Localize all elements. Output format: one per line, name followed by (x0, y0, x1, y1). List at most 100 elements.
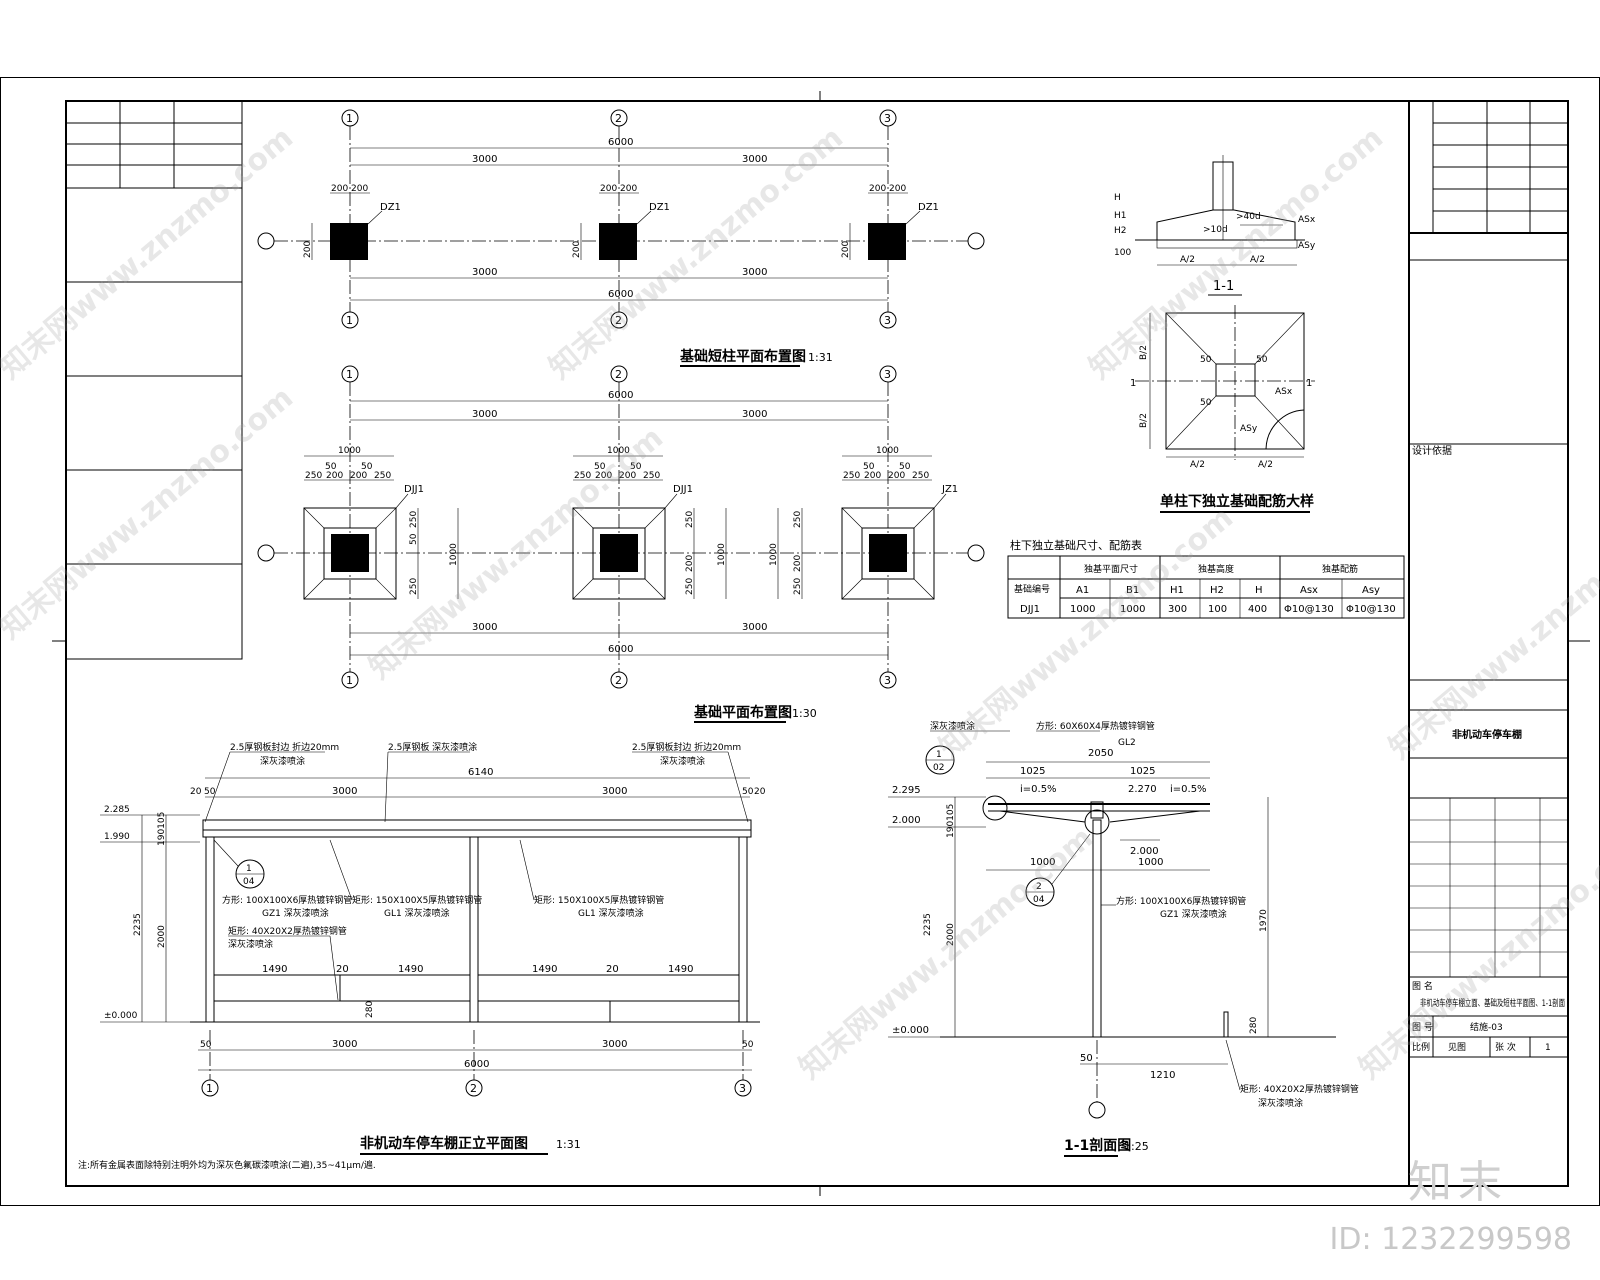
table-header: H (1255, 585, 1263, 596)
dim-text: 2235 (133, 913, 143, 936)
detail-label: >40d (1236, 212, 1261, 222)
dim-text: 250 (685, 511, 695, 528)
dim-text: 200 (600, 184, 617, 194)
dim-text: 200 (303, 241, 313, 258)
section-1-1: 深灰漆喷涂 方形: 60X60X4厚热镀锌钢管 GL2 1 02 2050 10… (888, 720, 1359, 1157)
axis-label: 3 (884, 674, 891, 687)
level-text: 1.990 (104, 832, 130, 842)
ref-text: 1 (936, 750, 942, 760)
column-tag: DZ1 (918, 202, 939, 213)
detail-label: ASx (1298, 215, 1316, 225)
dim-text: 200 (326, 471, 343, 481)
elevation-scale: 1:31 (556, 1138, 581, 1151)
table-cell: DJJ1 (1020, 604, 1040, 615)
dim-text: 250 (912, 471, 929, 481)
detail-label: 50 (1256, 355, 1268, 365)
level-text: 2.270 (1128, 784, 1157, 795)
sheet-label: 张 次 (1495, 1041, 1516, 1053)
dim-text: 200 (864, 471, 881, 481)
watermark-logo: 知末 (1408, 1157, 1508, 1208)
level-text: 2.285 (104, 805, 130, 815)
dim-text: 50 (409, 533, 419, 545)
scale-value: 见图 (1448, 1042, 1466, 1053)
dim-text: 1000 (717, 543, 727, 566)
watermark-text: 知末网www.znzmo.com (543, 120, 850, 386)
dim-text: 3000 (332, 1039, 357, 1050)
dim-text: 1490 (262, 964, 287, 975)
scale-label: 比例 (1412, 1041, 1430, 1053)
footing-djj1 (303, 507, 397, 600)
dim-text: 200 (595, 471, 612, 481)
short-column-plan-scale: 1:31 (808, 351, 833, 364)
dim-text: 3000 (472, 267, 497, 278)
section-column (1092, 819, 1102, 1038)
watermark-text: 知末网www.znzmo.com (0, 380, 300, 646)
table-header: Asx (1300, 585, 1318, 596)
dim-text: 6000 (608, 289, 633, 300)
revision-block (65, 100, 243, 660)
sheet-value: 1 (1545, 1043, 1551, 1053)
table-header: Asy (1362, 585, 1380, 596)
dim-text: 200 (841, 241, 851, 258)
dim-text: 250 (409, 511, 419, 528)
axis-label: 3 (884, 314, 891, 327)
axis-label: 2 (615, 674, 622, 687)
drawing-name: 非机动车停车棚立面、基础及短柱平面图、1-1剖面 (1420, 997, 1565, 1009)
dim-text: 3000 (742, 267, 767, 278)
level-text: ±0.000 (892, 1025, 929, 1036)
foundation-plan: 1 2 3 6000 3000 3000 1000 1000 1000 250 … (257, 365, 985, 723)
axis-label: 2 (615, 368, 622, 381)
dim-text: 3000 (602, 1039, 627, 1050)
table-header: 独基高度 (1198, 563, 1234, 575)
inner-frame (65, 100, 1569, 1187)
dim-text: 2235 (923, 913, 933, 936)
elevation-note: 深灰漆喷涂 (660, 755, 705, 767)
dim-text: 250 (843, 471, 860, 481)
dim-text: 200 (351, 184, 368, 194)
table-cell: 100 (1208, 604, 1227, 615)
axis-label: 2 (615, 112, 622, 125)
ref-text: 04 (243, 877, 255, 887)
dim-text: 1000 (1030, 857, 1055, 868)
detail-label: ASy (1240, 424, 1258, 434)
table-cell: 1000 (1070, 604, 1095, 615)
dim-text: 250 (374, 471, 391, 481)
detail-label: B/2 (1139, 413, 1149, 428)
dim-text: 3000 (472, 154, 497, 165)
section-note: 矩形: 40X20X2厚热镀锌钢管 (1240, 1083, 1359, 1095)
axis-label: 3 (739, 1082, 746, 1095)
elevation-note: 2.5厚钢板 深灰漆喷涂 (388, 741, 477, 753)
table-header: B1 (1126, 585, 1139, 596)
elevation-note: GZ1 深灰漆喷涂 (262, 907, 329, 919)
table-cell: Φ10@130 (1284, 604, 1334, 615)
detail-label: ASx (1275, 387, 1293, 397)
drawing-no: 结施-03 (1470, 1021, 1503, 1033)
dim-text: 190105 (157, 812, 167, 846)
dim-text: 50 (1080, 1053, 1093, 1064)
axis-label: 3 (884, 368, 891, 381)
dim-text: 1000 (449, 543, 459, 566)
dim-text: 200 (620, 184, 637, 194)
footing-djj1 (572, 507, 666, 600)
dim-text: 3000 (742, 622, 767, 633)
slope-text: i=0.5% (1020, 784, 1057, 795)
detail-label: H1 (1114, 211, 1127, 221)
dim-text: 250 (574, 471, 591, 481)
dim-text: 50 (742, 1040, 754, 1050)
table-header: H2 (1210, 585, 1224, 596)
table-header: 基础编号 (1014, 583, 1050, 595)
title-block: 设计依据 非机动车停车棚 图 名 非机动车停车棚立面、基础及短柱平面图、1-1剖… (1408, 101, 1568, 1186)
footing-tag: JZ1 (941, 484, 958, 495)
dim-text: 50 (361, 462, 373, 472)
footing-tag: DJJ1 (404, 484, 424, 495)
dim-text: 1970 (1259, 909, 1269, 932)
column-dz1 (868, 223, 906, 260)
elevation-note: 深灰漆喷涂 (228, 938, 273, 950)
level-text: 2.000 (1130, 846, 1159, 857)
ref-text: 04 (1033, 895, 1045, 905)
dim-text: 3000 (472, 409, 497, 420)
dim-text: 1210 (1150, 1070, 1175, 1081)
ref-text: 2 (1036, 882, 1042, 892)
column-dz1 (330, 223, 368, 260)
